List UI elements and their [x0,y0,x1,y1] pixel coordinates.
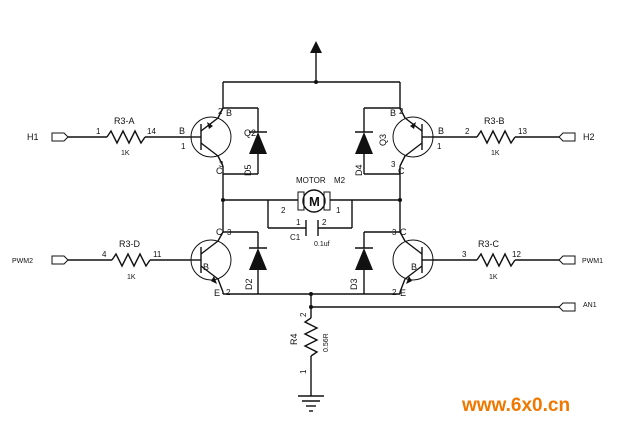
resistor-r3c-pin-left: 3 [462,250,467,259]
ground-symbol [298,395,324,412]
capacitor-ref: C1 [290,233,301,242]
capacitor-c1: C1 0.1uf 1 2 [290,218,330,248]
capacitor-pin-left: 1 [296,218,301,227]
resistor-r3d-pin-left: 4 [102,250,107,259]
resistor-r4-pin-bottom: 1 [299,369,308,374]
capacitor-value: 0.1uf [314,241,330,248]
diode-d4-label: D4 [354,164,364,176]
motor-ref: M2 [334,176,346,185]
motor-label: MOTOR [296,176,326,185]
qr-emitter-label: E [400,288,406,298]
resistor-r3a-pin-left: 1 [96,127,101,136]
resistor-r4-value: 0.56R [323,333,330,352]
connector-pwm2: PWM2 [12,255,112,265]
transistor-lower-right: B C 3 E 2 [392,227,434,298]
q2-ref: Q2 [244,128,256,138]
resistor-r3b-value: 1K [491,150,500,157]
diode-d5: D5 [243,128,267,176]
qr-base-label: B [411,262,417,272]
resistor-r3d-pin-right: 11 [153,250,162,259]
resistor-r3b-pin-left: 2 [465,127,470,136]
resistor-r3d-value: 1K [127,274,136,281]
watermark-text: www.6x0.cn [461,395,570,416]
motor-pin-right: 1 [336,206,341,215]
diode-d4: D4 [354,128,373,176]
q3-base-pin: 1 [437,142,442,151]
transistor-lower-left: B C 3 E 2 [190,227,232,298]
connector-pwm1: PWM1 [515,255,603,265]
qr-emitter-pin: 2 [392,288,397,297]
connector-pwm1-label: PWM1 [582,258,603,265]
resistor-r4-ref: R4 [289,333,299,345]
resistor-r3d-ref: R3-D [119,239,141,249]
q3-top-pin: 2 [399,107,404,116]
resistor-r3c-pin-right: 12 [512,250,521,259]
q3-b-top-label: B [390,108,396,118]
ql-emitter-pin: 2 [226,288,231,297]
motor-pin-left: 2 [281,206,286,215]
resistor-r3c-ref: R3-C [478,239,500,249]
q2-collector-pin: 3 [219,160,224,169]
resistor-r3d: R3-D 1K 4 11 [102,239,190,281]
q2-top-pin: 2 [218,107,223,116]
q3-collector-pin: 3 [391,160,396,169]
q2-collector-label: C [216,166,223,176]
q3-base-label: B [438,126,444,136]
connector-h1: H1 [27,132,107,142]
motor-symbol: M [309,194,320,209]
q2-b-top-label: B [226,108,232,118]
connector-an1: AN1 [558,302,597,312]
resistor-r3b-ref: R3-B [484,116,505,126]
q3-ref: Q3 [378,134,388,146]
ql-emitter-label: E [214,288,220,298]
capacitor-pin-right: 2 [322,218,327,227]
diode-d2-label: D2 [244,278,254,290]
connector-an1-label: AN1 [583,302,597,309]
resistor-r3a-pin-right: 14 [147,127,156,136]
resistor-r4: R4 0.56R 2 1 [289,312,330,396]
resistor-r3c-value: 1K [489,274,498,281]
resistor-r3b: R3-B 1K 2 13 [432,116,527,157]
qr-collector-label: C [400,227,407,237]
diode-d3: D3 [349,231,400,294]
diode-d2: D2 [223,231,267,294]
q2-base-pin: 1 [181,142,186,151]
transistor-q3: B 1 B 2 C 3 Q3 [378,107,444,176]
resistor-r3a: R3-A 1K 1 14 [96,116,190,157]
connector-h2: H2 [515,132,595,142]
top-rail-wire [222,80,401,128]
resistor-r4-pin-top: 2 [299,312,308,317]
ql-collector-label: C [216,227,223,237]
bottom-rail-wire [222,292,559,318]
q3-collector-label: C [398,166,405,176]
connector-h2-label: H2 [583,132,595,142]
mid-node-wires [221,166,402,232]
resistor-r3c: R3-C 1K 3 12 [432,239,521,281]
connector-h1-label: H1 [27,132,39,142]
motor-m2: M MOTOR M2 2 1 [281,176,346,215]
diode-d3-label: D3 [349,278,359,290]
resistor-r3b-pin-right: 13 [518,127,527,136]
connector-pwm2-label: PWM2 [12,258,33,265]
resistor-r3a-value: 1K [121,150,130,157]
ql-base-label: B [203,262,209,272]
q2-base-label: B [179,126,185,136]
resistor-r3a-ref: R3-A [114,116,135,126]
transistor-q2: B 1 B 2 C 3 Q2 [179,107,256,176]
vcc-supply-symbol [310,41,322,82]
diode-d5-label: D5 [243,164,253,176]
